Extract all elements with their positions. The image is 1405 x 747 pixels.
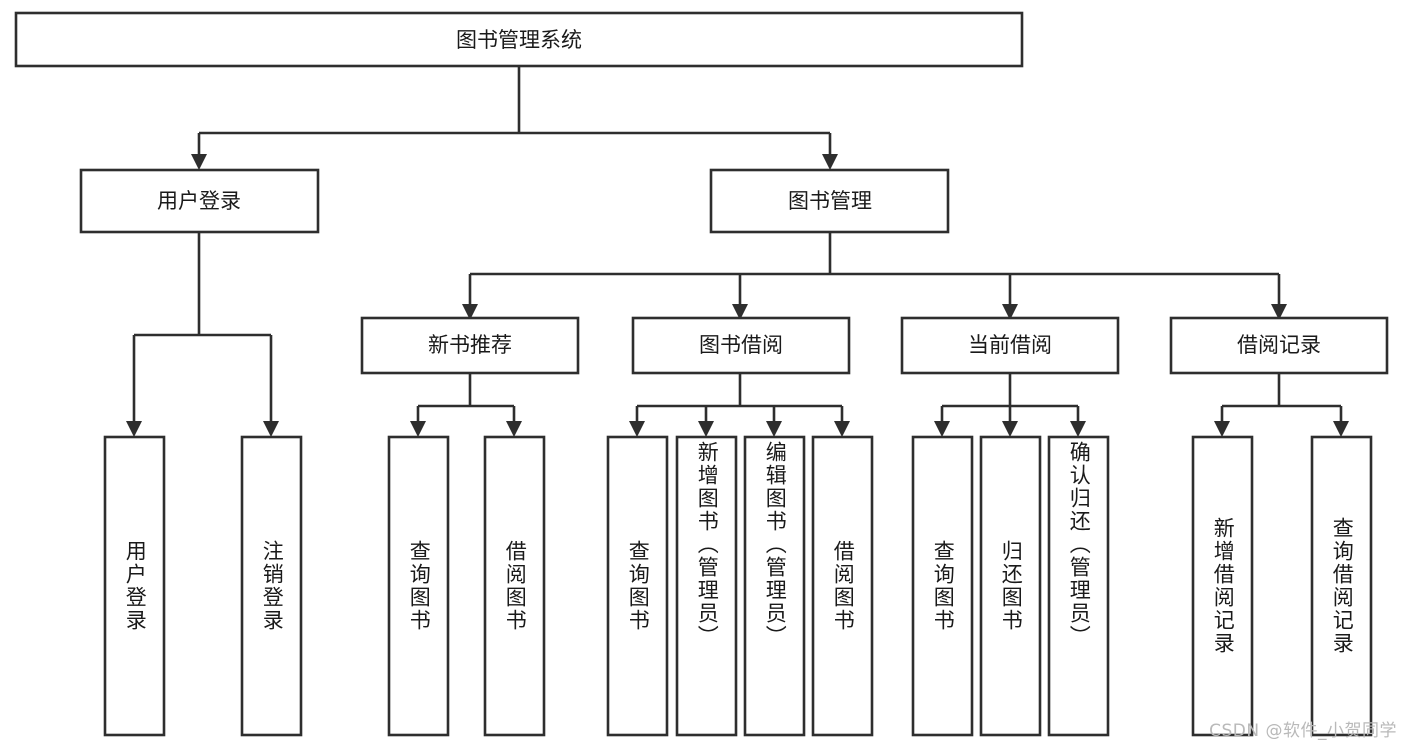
node-user-login-box[interactable] xyxy=(79,168,320,234)
leaf-box-book-borrow-4[interactable] xyxy=(811,435,874,737)
leaf-box-current-borrow-3[interactable] xyxy=(1047,435,1110,737)
arrow-bookborrow-leaf-3 xyxy=(766,421,782,437)
node-current-borrow[interactable]: 当前借阅 xyxy=(900,316,1120,375)
node-current-borrow-label: 当前借阅 xyxy=(968,333,1052,357)
node-current-borrow-box[interactable] xyxy=(900,316,1120,375)
node-root-label: 图书管理系统 xyxy=(456,28,582,52)
node-user-login[interactable]: 用户登录 xyxy=(79,168,320,234)
arrow-to-newbook xyxy=(462,304,478,320)
arrow-bookborrow-leaf-2 xyxy=(698,421,714,437)
leaf-box-user-login-2[interactable] xyxy=(240,435,303,737)
leaf-box-current-borrow-1[interactable] xyxy=(911,435,974,737)
arrow-currentborrow-leaf-1 xyxy=(934,421,950,437)
node-new-book-recommend-label: 新书推荐 xyxy=(428,333,512,357)
node-book-borrow-box[interactable] xyxy=(631,316,851,375)
arrow-newbook-leaf-2 xyxy=(506,421,522,437)
arrow-to-bookmgmt xyxy=(822,154,838,170)
node-root-box[interactable] xyxy=(14,11,1024,68)
leaf-box-new-book-1[interactable] xyxy=(387,435,450,737)
node-new-book-recommend-box[interactable] xyxy=(360,316,580,375)
node-book-management[interactable]: 图书管理 xyxy=(709,168,950,234)
leaf-box-current-borrow-2[interactable] xyxy=(979,435,1042,737)
arrow-to-currentborrow xyxy=(1002,304,1018,320)
arrow-borrowrecord-leaf-2 xyxy=(1333,421,1349,437)
node-user-login-label: 用户登录 xyxy=(157,189,241,213)
node-book-borrow-label: 图书借阅 xyxy=(699,333,783,357)
arrow-to-userlogin xyxy=(191,154,207,170)
node-root[interactable]: 图书管理系统 xyxy=(14,11,1024,68)
leaf-box-user-login-1[interactable] xyxy=(103,435,166,737)
arrow-userlogin-leaf-1 xyxy=(126,421,142,437)
node-new-book-recommend[interactable]: 新书推荐 xyxy=(360,316,580,375)
arrow-newbook-leaf-1 xyxy=(410,421,426,437)
arrow-to-borrowrecord xyxy=(1271,304,1287,320)
node-borrow-record-box[interactable] xyxy=(1169,316,1389,375)
node-borrow-record-label: 借阅记录 xyxy=(1237,333,1321,357)
node-book-borrow[interactable]: 图书借阅 xyxy=(631,316,851,375)
csdn-watermark: CSDN @软件_小贺同学 xyxy=(1209,721,1397,741)
arrow-bookborrow-leaf-1 xyxy=(629,421,645,437)
arrow-userlogin-leaf-2 xyxy=(263,421,279,437)
node-borrow-record[interactable]: 借阅记录 xyxy=(1169,316,1389,375)
leaf-box-book-borrow-3[interactable] xyxy=(743,435,806,737)
arrow-bookborrow-leaf-4 xyxy=(834,421,850,437)
leaf-box-book-borrow-2[interactable] xyxy=(675,435,738,737)
connector-layer xyxy=(126,66,1349,437)
arrow-currentborrow-leaf-3 xyxy=(1070,421,1086,437)
leaf-box-borrow-record-2[interactable] xyxy=(1310,435,1373,737)
leaf-box-borrow-record-1[interactable] xyxy=(1191,435,1254,737)
leaf-box-new-book-2[interactable] xyxy=(483,435,546,737)
arrow-currentborrow-leaf-2 xyxy=(1002,421,1018,437)
arrow-borrowrecord-leaf-1 xyxy=(1214,421,1230,437)
node-book-management-box[interactable] xyxy=(709,168,950,234)
node-book-management-label: 图书管理 xyxy=(788,189,872,213)
arrow-to-bookborrow xyxy=(732,304,748,320)
leaf-box-book-borrow-1[interactable] xyxy=(606,435,669,737)
